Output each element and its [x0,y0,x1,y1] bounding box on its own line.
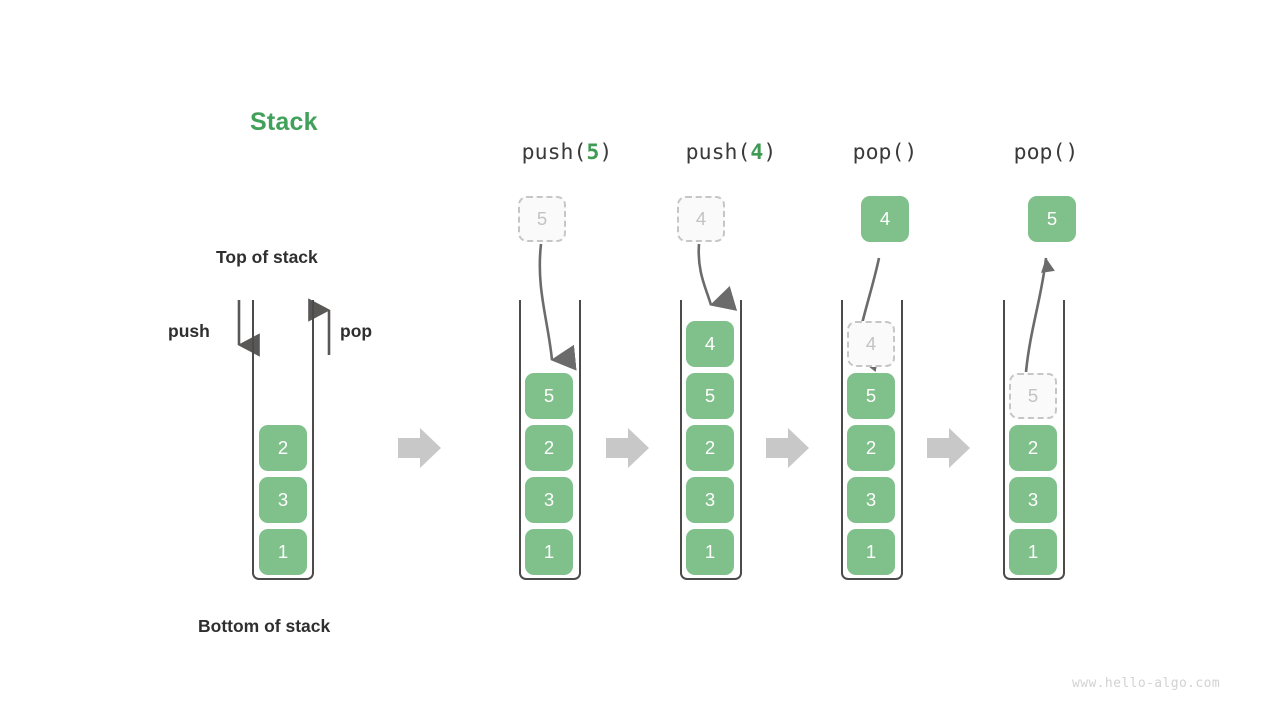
operation-label-pop-2: pop() [1014,140,1079,165]
stack-element: 2 [1009,425,1057,471]
page-title: Stack [250,108,318,136]
pop-curve-arrow-step4 [1024,257,1055,373]
stack-element: 1 [1009,529,1057,575]
stack-element: 1 [259,529,307,575]
op-argument: 4 [750,140,764,165]
transition-arrow-3 [766,428,809,468]
op-prefix: push( [521,140,587,165]
stack-element: 5 [847,373,895,419]
transition-arrow-2 [606,428,649,468]
op-argument: 5 [586,140,600,165]
op-prefix: pop( [1013,140,1066,165]
stack-element: 3 [847,477,895,523]
stack-container [252,300,314,580]
stack-element: 3 [259,477,307,523]
push-curve-arrow-step1 [538,243,577,371]
floating-element: 4 [677,196,725,242]
op-prefix: pop( [852,140,905,165]
watermark: www.hello-algo.com [1072,676,1221,691]
operation-label-pop-1: pop() [853,140,918,165]
stack-element: 1 [847,529,895,575]
floating-element: 5 [518,196,566,242]
stack-element: 2 [525,425,573,471]
stack-element-removed: 4 [847,321,895,367]
push-curve-arrow-step2 [697,243,738,311]
operation-label-push-5: push(5) [522,140,613,165]
push-label: push [168,321,210,341]
op-suffix: ) [599,140,613,165]
stack-container [680,300,742,580]
op-prefix: push( [685,140,751,165]
stack-container [841,300,903,580]
transition-arrow-4 [927,428,970,468]
stack-element: 2 [259,425,307,471]
stack-element: 2 [686,425,734,471]
stack-element: 2 [847,425,895,471]
pop-label: pop [340,321,373,341]
operation-label-push-4: push(4) [686,140,777,165]
stack-element: 1 [686,529,734,575]
bottom-of-stack-label: Bottom of stack [198,616,331,636]
transition-arrow-1 [398,428,441,468]
stack-container [519,300,581,580]
op-suffix: ) [1065,140,1079,165]
stack-element: 1 [525,529,573,575]
stack-element: 3 [686,477,734,523]
stack-container [1003,300,1065,580]
stack-element: 3 [1009,477,1057,523]
popped-element: 5 [1028,196,1076,242]
top-of-stack-label: Top of stack [216,247,318,267]
popped-element: 4 [861,196,909,242]
stack-element: 5 [525,373,573,419]
stack-element: 3 [525,477,573,523]
stack-element-removed: 5 [1009,373,1057,419]
op-suffix: ) [763,140,777,165]
stack-element: 5 [686,373,734,419]
op-suffix: ) [904,140,918,165]
stack-element: 4 [686,321,734,367]
